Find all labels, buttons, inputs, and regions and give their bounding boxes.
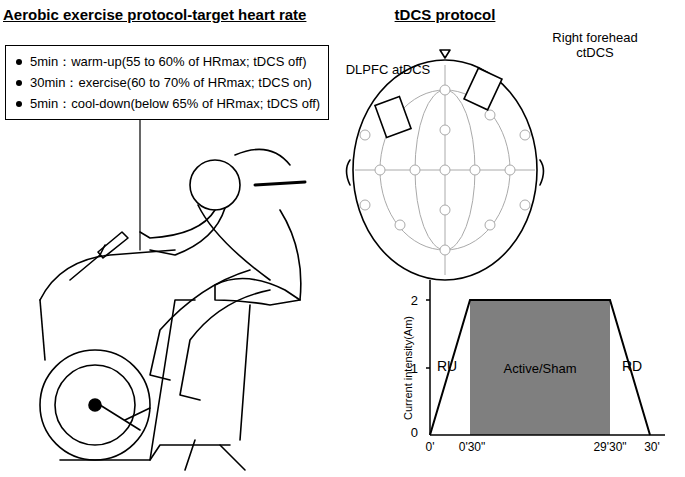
tick-label: 2 [411, 293, 418, 308]
tick-label: 29'30" [593, 440, 626, 454]
annotation: RU [437, 358, 457, 374]
annotation: DLPFC atDCS [346, 62, 431, 77]
step-text: 30min：exercise(60 to 70% of HRmax; tDCS … [30, 75, 312, 90]
block-label: Active/Sham [504, 361, 577, 376]
step-text: 5min：warm-up(55 to 60% of HRmax; tDCS of… [30, 54, 306, 69]
bullet [16, 80, 22, 86]
section-heading: Aerobic exercise protocol-target heart r… [3, 6, 306, 23]
tick-label: 0 [411, 425, 418, 440]
annotation: Right forehead ctDCS [540, 30, 650, 60]
protocol-step: 30min：exercise(60 to 70% of HRmax; tDCS … [14, 72, 320, 93]
bullet [16, 101, 22, 107]
tick-label: 30' [644, 440, 660, 454]
tick-label: 0'30" [459, 440, 486, 454]
annotation: RD [622, 358, 642, 374]
protocol-box: 5min：warm-up(55 to 60% of HRmax; tDCS of… [5, 45, 329, 120]
section-heading: tDCS protocol [395, 6, 496, 23]
tick-label: 0' [426, 440, 435, 454]
protocol-step: 5min：warm-up(55 to 60% of HRmax; tDCS of… [14, 51, 320, 72]
tick-label: 1 [411, 361, 418, 376]
protocol-step: 5min：cool-down(below 65% of HRmax; tDCS … [14, 93, 320, 114]
step-text: 5min：cool-down(below 65% of HRmax; tDCS … [30, 96, 320, 111]
stimulation-block: Active/Sham [504, 361, 577, 376]
bullet [16, 59, 22, 65]
